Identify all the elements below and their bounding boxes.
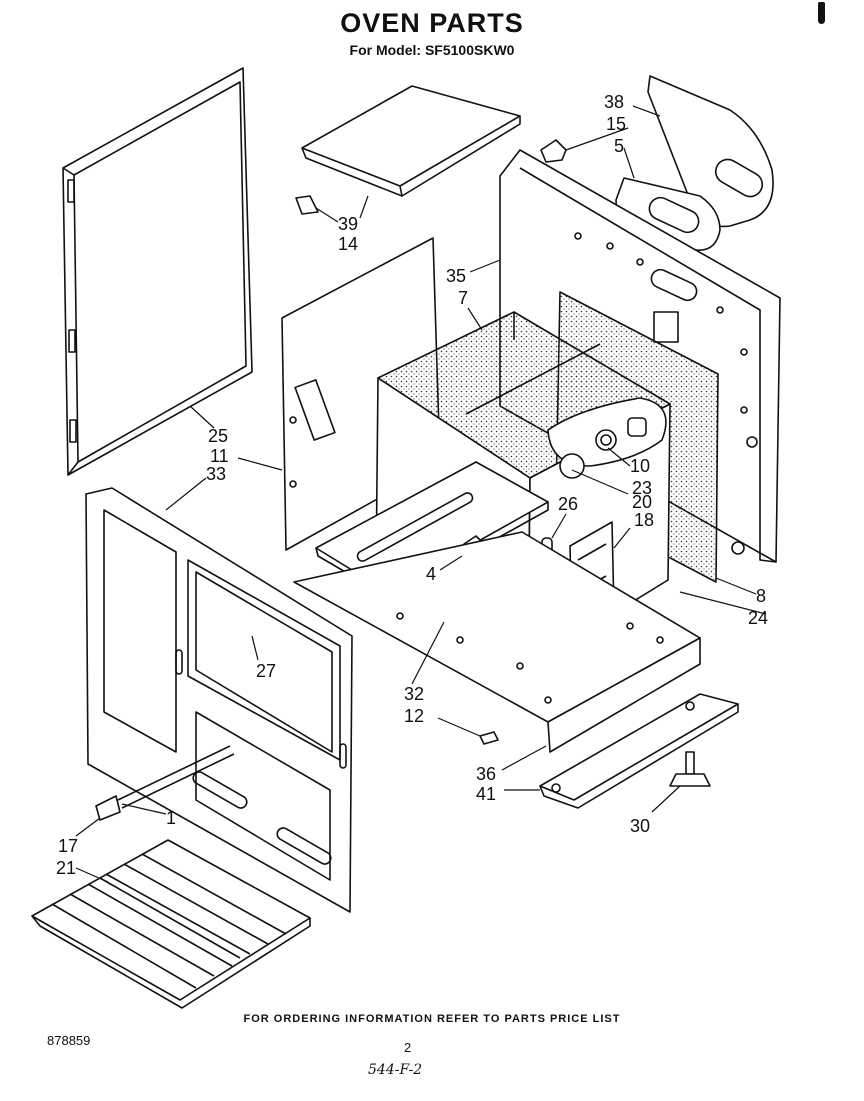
part-front-frame (85, 487, 353, 913)
part-bottom-rail (539, 693, 739, 809)
callout-5: 5 (614, 136, 624, 156)
document-number: 878859 (47, 1033, 91, 1048)
callout-labels: 38 15 5 39 14 35 7 25 11 33 10 23 20 26 … (56, 92, 768, 878)
callout-12: 12 (404, 706, 424, 726)
part-oven-rack (31, 839, 311, 1009)
callout-4: 4 (426, 564, 436, 584)
callout-39: 39 (338, 214, 358, 234)
callout-23: 23 (632, 478, 652, 498)
ordering-note: FOR ORDERING INFORMATION REFER TO PARTS … (243, 1013, 621, 1025)
part-clip-12 (479, 731, 499, 745)
callout-26: 26 (558, 494, 578, 514)
callout-7: 7 (458, 288, 468, 308)
callout-38: 38 (604, 92, 624, 112)
page-title: OVEN PARTS (340, 8, 524, 38)
part-clip-14 (295, 195, 319, 215)
callout-10: 10 (630, 456, 650, 476)
callout-41: 41 (476, 784, 496, 804)
page-number: 2 (404, 1040, 412, 1055)
callout-15: 15 (606, 114, 626, 134)
part-door-inner-panel (62, 67, 253, 476)
callout-20: 20 (632, 492, 652, 512)
callout-27: 27 (256, 661, 276, 681)
callout-33: 33 (206, 464, 226, 484)
callout-1: 1 (166, 808, 176, 828)
model-line: For Model: SF5100SKW0 (349, 42, 515, 58)
part-leveling-leg (669, 751, 711, 787)
corner-mark (818, 2, 825, 24)
handwritten-note: 544-F-2 (368, 1062, 423, 1078)
callout-11: 11 (210, 446, 229, 466)
callout-14: 14 (338, 234, 358, 254)
callout-36: 36 (476, 764, 496, 784)
callout-32: 32 (404, 684, 424, 704)
callout-35: 35 (446, 266, 466, 286)
part-bracket-15 (540, 139, 567, 163)
callout-8: 8 (756, 586, 766, 606)
part-rack-rod (95, 745, 235, 821)
callout-21: 21 (56, 858, 76, 878)
part-base-pan (293, 531, 701, 753)
leader-lines (75, 105, 767, 883)
callout-17: 17 (58, 836, 78, 856)
part-top-shield (301, 85, 521, 197)
callout-18: 18 (634, 510, 654, 530)
callout-25: 25 (208, 426, 228, 446)
callout-30: 30 (630, 816, 650, 836)
callout-24: 24 (748, 608, 768, 628)
